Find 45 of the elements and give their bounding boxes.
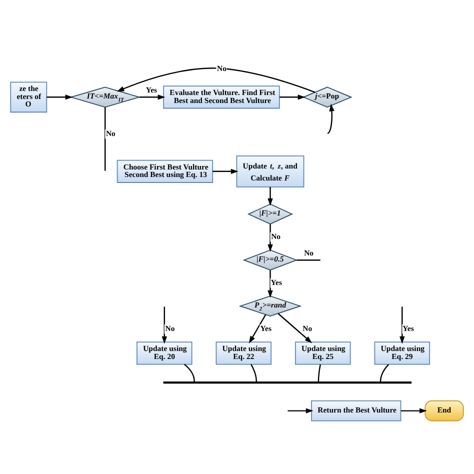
node-box: Choose First Best Vulture Second Best using Eq. 13 (116, 159, 214, 182)
edge-label: Yes (146, 85, 158, 94)
node-box: Update using Eq. 20 (136, 341, 192, 364)
node-box: Evaluate the Vulture. Find First Best and Second Best Vulture (163, 85, 280, 108)
node-box: Update using Eq. 29 (374, 341, 430, 364)
arrow (268, 270, 273, 298)
connector (104, 106, 106, 170)
arrow (288, 408, 314, 413)
edge-label: No (271, 231, 281, 240)
node-box: Update using Eq. 22 (216, 341, 272, 364)
edge-label: Yes (270, 277, 282, 286)
connector (250, 363, 257, 381)
edge-label: No (304, 248, 314, 257)
node-diamond: j<=Pop (302, 86, 352, 108)
node-box: Update t, z, and Calculate F (236, 154, 304, 187)
arrow (268, 186, 273, 206)
connector (380, 364, 390, 381)
edge-label: No (165, 323, 175, 332)
edge-label: Yes (402, 323, 414, 332)
node-diamond: |F|>=1 (247, 203, 294, 224)
edge-label: No (106, 128, 116, 138)
arrow (327, 103, 334, 134)
arrow (268, 224, 273, 252)
node-diamond: |F|>=0.5 (242, 249, 298, 270)
node-bar (163, 380, 412, 384)
arrow (280, 94, 306, 100)
node-diamond: P$_{2}$>=rand (238, 295, 302, 316)
node-box: Update using Eq. 25 (295, 341, 351, 364)
arrow (116, 67, 316, 92)
connector (318, 364, 321, 381)
node-box: End (424, 400, 464, 421)
arrow (248, 314, 266, 344)
connector (296, 258, 320, 260)
edge-label: Yes (260, 323, 272, 332)
arrow (46, 94, 73, 100)
edge-label: No (302, 323, 312, 332)
arrow (162, 306, 168, 344)
node-box: Return the Best Vulture (311, 400, 402, 421)
arrow (212, 168, 238, 174)
arrow (400, 408, 427, 413)
arrow (400, 306, 405, 344)
edge-label: No (217, 63, 227, 72)
node-box: ze the eters of O (10, 81, 48, 112)
connector (184, 363, 195, 381)
arrow (139, 94, 166, 100)
